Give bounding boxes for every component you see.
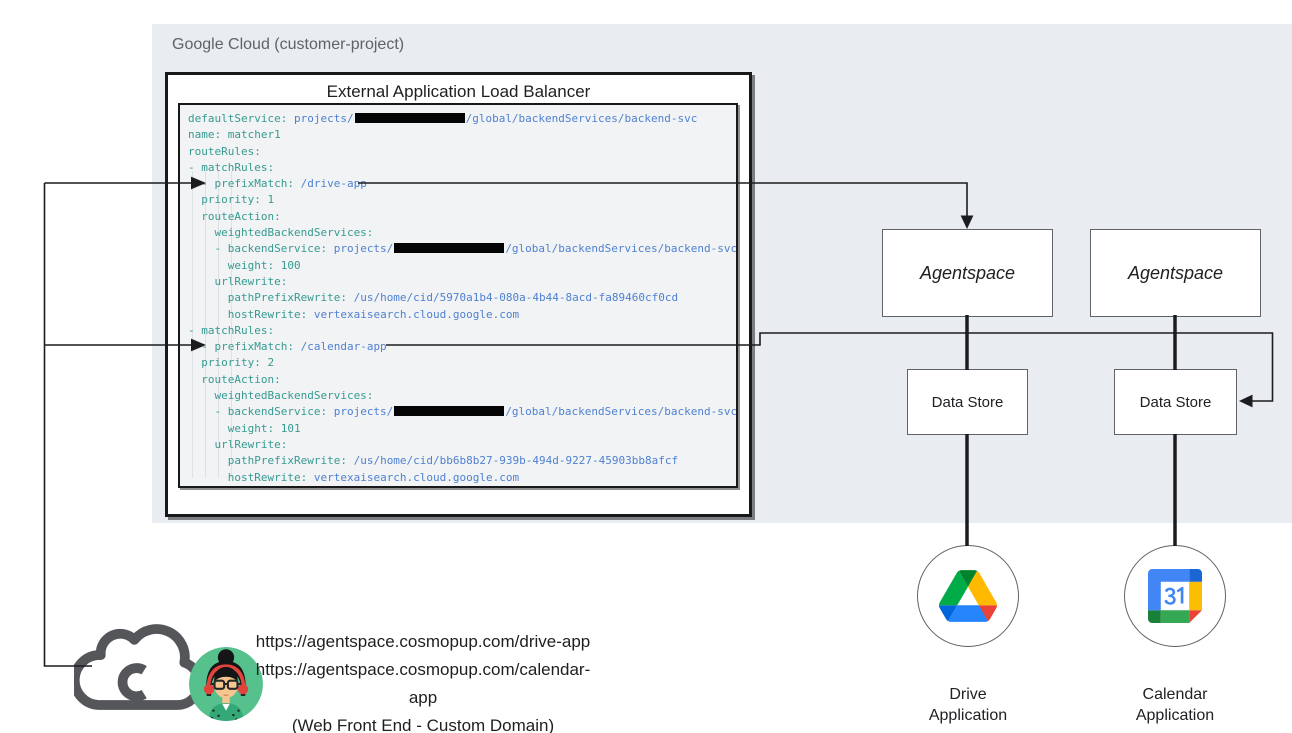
indent-guide <box>218 171 219 478</box>
code-segment: weightedBackendServices: <box>188 226 374 240</box>
code-segment: /us/home/cid/bb6b8b27-939b-494d-9227-459… <box>346 454 679 468</box>
code-line: priority: 1 <box>188 192 736 208</box>
google-cloud-label: Google Cloud (customer-project) <box>172 36 405 53</box>
code-segment: 100 <box>274 258 301 272</box>
drive-app-label: Drive Application <box>928 686 1008 724</box>
code-line: routeAction: <box>188 372 736 388</box>
code-segment: priority: <box>188 356 261 370</box>
code-line: - backendService: projects/ /global/backe… <box>188 241 736 257</box>
datastore-box-drive: Data Store <box>907 369 1028 435</box>
code-segment: routeRules: <box>188 144 261 158</box>
code-segment: - backendService: <box>188 242 328 256</box>
code-segment: urlRewrite: <box>188 437 288 451</box>
code-line: hostRewrite: vertexaisearch.cloud.google… <box>188 307 736 323</box>
code-segment: priority: <box>188 193 261 207</box>
calendar-app-circle <box>1124 545 1226 647</box>
code-line: priority: 2 <box>188 355 736 371</box>
code-line: urlRewrite: <box>188 274 736 290</box>
code-segment: defaultService: <box>188 112 288 125</box>
calendar-app-label: Calendar Application <box>1135 686 1215 724</box>
code-segment: vertexaisearch.cloud.google.com <box>307 307 520 321</box>
indent-guide <box>231 171 232 478</box>
code-line: pathPrefixRewrite: /us/home/cid/5970a1b4… <box>188 290 736 306</box>
user-avatar <box>189 647 263 721</box>
url-map-yaml-code: defaultService: projects/ /global/backend… <box>178 103 738 488</box>
code-segment: /global/backendServices/backend-svc <box>505 242 738 256</box>
indent-guide <box>205 171 206 478</box>
code-segment: projects/ <box>287 112 354 125</box>
code-segment: /drive-app <box>293 177 367 191</box>
code-line: weight: 101 <box>188 421 736 437</box>
code-segment: /global/backendServices/backend-svc <box>465 112 698 125</box>
code-segment: /global/backendServices/backend-svc <box>505 405 738 419</box>
code-segment: weight: <box>188 421 275 435</box>
agentspace-label: Agentspace <box>919 262 1016 283</box>
code-segment: urlRewrite: <box>188 274 288 288</box>
code-line: weightedBackendServices: <box>188 225 736 241</box>
redacted-project-id <box>394 406 505 417</box>
agentspace-box-calendar: Agentspace <box>1090 229 1261 317</box>
frontend-url-calendar: https://agentspace.cosmopup.com/calendar… <box>255 660 591 707</box>
code-segment: routeAction: <box>188 209 281 223</box>
code-line: pathPrefixRewrite: /us/home/cid/bb6b8b27… <box>188 453 736 469</box>
agentspace-box-drive: Agentspace <box>882 229 1053 317</box>
code-line: - matchRules: <box>188 160 736 176</box>
code-segment: - backendService: <box>188 405 328 419</box>
code-segment: - matchRules: <box>188 160 275 174</box>
code-line: - backendService: projects/ /global/backe… <box>188 404 736 420</box>
code-line: - prefixMatch: /calendar-app <box>188 339 736 355</box>
user-to-rules-line <box>43 183 92 667</box>
load-balancer-title: External Application Load Balancer <box>326 82 591 101</box>
code-line: name: matcher1 <box>188 127 736 143</box>
google-drive-icon <box>939 570 997 622</box>
code-line: weightedBackendServices: <box>188 388 736 404</box>
code-segment: vertexaisearch.cloud.google.com <box>307 470 520 484</box>
code-segment: 1 <box>260 193 275 207</box>
code-segment: - matchRules: <box>188 323 275 337</box>
redacted-project-id <box>394 243 505 254</box>
code-line: defaultService: projects/ /global/backend… <box>188 111 736 127</box>
code-line: weight: 100 <box>188 258 736 274</box>
code-segment: /us/home/cid/5970a1b4-080a-4b44-8acd-fa8… <box>346 291 679 305</box>
code-segment: name: <box>188 128 222 142</box>
frontend-urls: https://agentspace.cosmopup.com/drive-ap… <box>248 628 598 733</box>
code-segment: weightedBackendServices: <box>188 389 374 403</box>
google-calendar-icon <box>1148 569 1202 623</box>
code-segment: - prefixMatch: <box>188 340 294 354</box>
drive-app-circle <box>917 545 1019 647</box>
code-segment: hostRewrite: <box>188 307 308 321</box>
code-line: urlRewrite: <box>188 437 736 453</box>
code-segment: weight: <box>188 258 275 272</box>
code-segment: pathPrefixRewrite: <box>188 291 347 305</box>
datastore-label: Data Store <box>931 393 1004 411</box>
code-segment: routeAction: <box>188 372 281 386</box>
code-line: routeAction: <box>188 209 736 225</box>
indent-guide <box>192 171 193 478</box>
datastore-label: Data Store <box>1139 393 1212 411</box>
frontend-caption: (Web Front End - Custom Domain) <box>291 716 555 733</box>
datastore-box-calendar: Data Store <box>1114 369 1237 435</box>
code-segment: pathPrefixRewrite: <box>188 454 347 468</box>
code-segment: hostRewrite: <box>188 470 308 484</box>
code-segment: projects/ <box>327 405 394 419</box>
redacted-project-id <box>354 113 465 123</box>
code-segment: projects/ <box>327 242 394 256</box>
code-line: routeRules: <box>188 144 736 160</box>
code-segment: 101 <box>274 421 301 435</box>
code-segment: - prefixMatch: <box>188 177 294 191</box>
code-line: hostRewrite: vertexaisearch.cloud.google… <box>188 470 736 486</box>
code-segment: matcher1 <box>221 128 281 142</box>
agentspace-label: Agentspace <box>1127 262 1224 283</box>
code-segment: 2 <box>260 356 275 370</box>
code-line: - prefixMatch: /drive-app <box>188 176 736 192</box>
code-segment: /calendar-app <box>293 340 387 354</box>
frontend-url-drive: https://agentspace.cosmopup.com/drive-ap… <box>255 632 591 651</box>
code-line: - matchRules: <box>188 323 736 339</box>
